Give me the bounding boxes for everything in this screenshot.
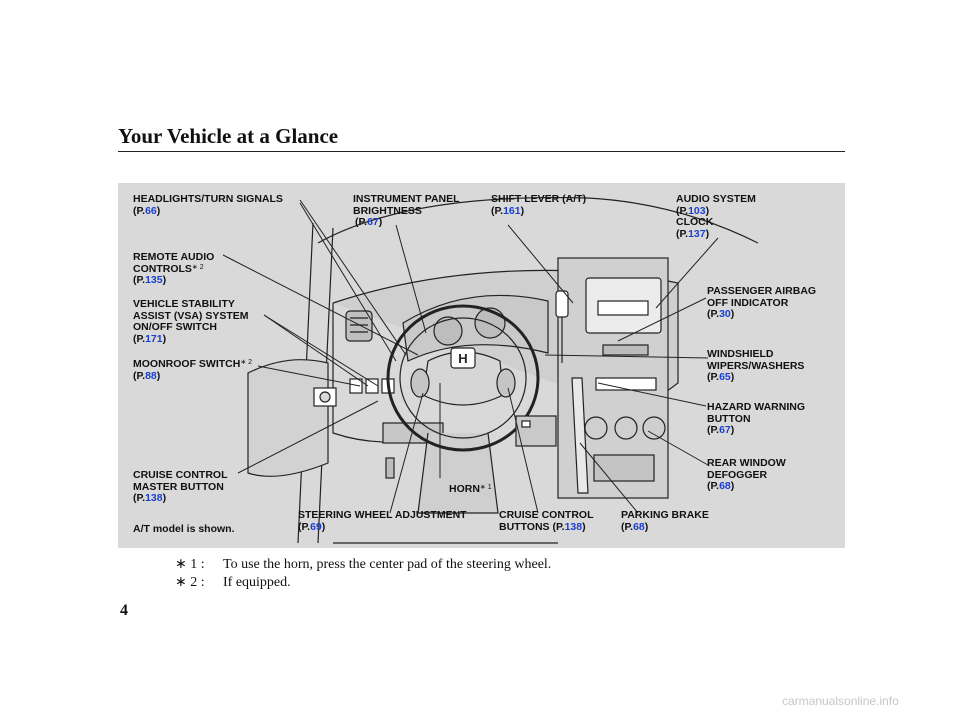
label-horn: HORN∗ 1 [449, 483, 492, 495]
page-ref-parking-brake[interactable]: 68 [633, 520, 645, 533]
label-shift-lever: SHIFT LEVER (A/T) (P.161) [491, 193, 587, 217]
page-ref-wipers[interactable]: 65 [719, 371, 731, 383]
label-hazard-warning: HAZARD WARNING BUTTON (P.67) [707, 401, 805, 436]
label-audio-system: AUDIO SYSTEM (P.103) CLOCK (P.137) [676, 193, 756, 240]
footnote-mark: ∗ 2 [191, 263, 204, 271]
dashboard-figure: H [118, 183, 845, 548]
footnote-text: To use the horn, press the center pad of… [223, 557, 552, 572]
page-ref-shift-lever[interactable]: 161 [503, 204, 521, 217]
label-parking-brake: PARKING BRAKE (P.68) [621, 509, 709, 533]
label-moonroof-switch: MOONROOF SWITCH∗ 2 (P.88) [133, 358, 253, 382]
page-ref-headlights[interactable]: 66 [145, 204, 157, 217]
footnote-text: If equipped. [223, 575, 291, 590]
footnote-mark: ∗ 2 [240, 359, 253, 366]
figure-caption: A/T model is shown. [133, 523, 235, 535]
label-remote-audio-controls: REMOTE AUDIO CONTROLS∗ 2 (P.135) [133, 251, 215, 286]
page-number: 4 [120, 602, 128, 619]
page-ref-hazard[interactable]: 67 [719, 424, 731, 436]
page-ref-steering-adjust[interactable]: 69 [310, 520, 322, 533]
page-ref-instrument-panel[interactable]: 67 [367, 216, 379, 228]
label-steering-wheel-adjustment: STEERING WHEEL ADJUSTMENT (P.69) [298, 509, 467, 533]
title-rule [118, 151, 845, 152]
page-ref-cruise-buttons[interactable]: 138 [564, 520, 583, 533]
label-headlights-turn-signals: HEADLIGHTS/TURN SIGNALS (P.66) [133, 193, 283, 217]
label-vsa-switch: VEHICLE STABILITY ASSIST (VSA) SYSTEM ON… [133, 298, 249, 345]
page-title: Your Vehicle at a Glance [118, 124, 339, 148]
label-cruise-control-buttons: CRUISE CONTROL BUTTONS (P.138) [499, 509, 594, 533]
svg-text:H: H [458, 351, 467, 366]
page-ref-vsa[interactable]: 171 [145, 332, 163, 345]
page-ref-audio-system[interactable]: 103 [688, 204, 706, 217]
label-instrument-panel-brightness: INSTRUMENT PANEL BRIGHTNESS (P.67) [353, 193, 460, 228]
label-passenger-airbag: PASSENGER AIRBAG OFF INDICATOR (P.30) [707, 285, 817, 320]
label-clock: CLOCK [676, 216, 714, 228]
footnote-mark: ∗ 1 : [175, 557, 205, 572]
label-windshield-wipers: WINDSHIELD WIPERS/WASHERS (P.65) [707, 348, 805, 383]
footnote-mark: ∗ 1 [479, 484, 492, 491]
footnote-mark: ∗ 2 : [175, 575, 205, 590]
footnote-2: ∗ 2 : If equipped. [175, 574, 291, 591]
watermark: carmanualsonline.info [782, 694, 899, 708]
dashboard-illustration: H [222, 196, 759, 544]
page-ref-cruise-master[interactable]: 138 [145, 492, 163, 504]
label-cruise-control-master: CRUISE CONTROL MASTER BUTTON (P.138) [133, 469, 228, 504]
page-ref-passenger-airbag[interactable]: 30 [719, 308, 731, 320]
page-ref-remote-audio[interactable]: 135 [145, 274, 163, 286]
page-ref-rear-defogger[interactable]: 68 [719, 480, 731, 492]
label-rear-defogger: REAR WINDOW DEFOGGER (P.68) [707, 457, 786, 492]
footnote-1: ∗ 1 : To use the horn, press the center p… [175, 556, 551, 573]
page-ref-moonroof[interactable]: 88 [145, 369, 157, 382]
page-ref-clock[interactable]: 137 [688, 227, 706, 240]
